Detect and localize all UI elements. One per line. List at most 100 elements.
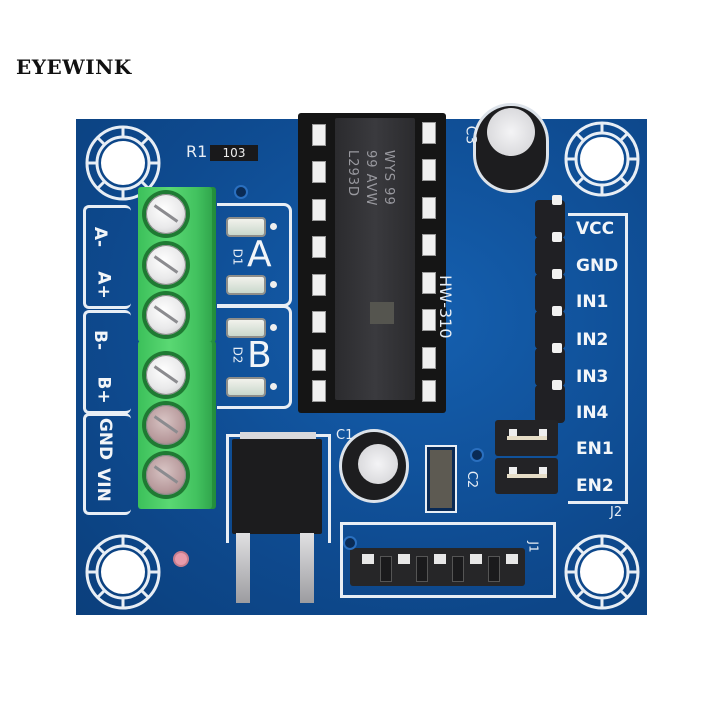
pin-tip — [552, 232, 562, 242]
capacitor-c2 — [430, 450, 452, 508]
jumper-en2[interactable] — [495, 458, 558, 494]
header-pin-vcc[interactable] — [535, 195, 565, 238]
label-c2: C2 — [464, 470, 480, 489]
header-label-vcc: VCC — [576, 219, 615, 239]
led-b-2 — [228, 379, 277, 395]
screw-b-minus[interactable] — [146, 295, 186, 335]
pin-tip — [552, 269, 562, 279]
pin-tip — [552, 380, 562, 390]
label-b-minus: B- — [90, 329, 111, 351]
header-pin-in3[interactable] — [535, 343, 565, 386]
silk-box-header — [568, 213, 628, 504]
ic-pin — [312, 199, 326, 221]
label-j2: J2 — [610, 505, 623, 520]
label-d2: D2 — [230, 346, 245, 364]
label-c3: C3 — [462, 125, 479, 145]
ic-pin — [312, 236, 326, 258]
ic-pin — [312, 124, 326, 146]
resistor-value: 103 — [222, 146, 246, 160]
header-pin-gnd[interactable] — [535, 232, 565, 275]
pin-tip — [509, 429, 517, 437]
label-a-minus: A- — [90, 226, 111, 248]
jumper-bridge — [507, 436, 547, 440]
pin-tip — [470, 554, 482, 564]
ic-pin — [422, 309, 436, 331]
ic-marking-line2: 99 AVW — [363, 150, 378, 207]
mounting-hole-top-left — [82, 122, 164, 204]
silk-box-motor-a — [83, 205, 131, 309]
ic-l293d — [335, 118, 415, 400]
silk-box-led-b — [217, 305, 292, 409]
header-label-in4: IN4 — [576, 403, 609, 423]
led-group-b-label: B — [247, 335, 272, 376]
ic-pin — [312, 274, 326, 296]
label-b-plus: B+ — [93, 376, 114, 404]
pin-tip — [552, 343, 562, 353]
test-point — [175, 553, 187, 565]
ic-pin — [422, 122, 436, 144]
label-a-plus: A+ — [93, 271, 114, 299]
capacitor-c3-top — [487, 108, 535, 156]
header-pin-in2[interactable] — [535, 306, 565, 349]
header-label-en2: EN2 — [576, 476, 614, 496]
label-j1: J1 — [526, 541, 541, 553]
connector-slot — [416, 556, 428, 582]
mounting-hole-bottom-left — [82, 531, 164, 613]
ic-marking-part: L293D — [345, 150, 360, 198]
pin-tip — [398, 554, 410, 564]
connector-slot — [380, 556, 392, 582]
header-label-gnd: GND — [576, 256, 619, 276]
screw-a-minus[interactable] — [146, 194, 186, 234]
st-logo-icon — [370, 302, 394, 324]
ic-pin — [422, 347, 436, 369]
header-label-in1: IN1 — [576, 292, 609, 312]
jumper-bridge — [507, 474, 547, 478]
header-label-in3: IN3 — [576, 367, 609, 387]
pin-tip — [362, 554, 374, 564]
led-a-2 — [228, 277, 277, 293]
ic-pin — [312, 311, 326, 333]
led-group-a-label: A — [247, 234, 272, 275]
ic-pin — [422, 197, 436, 219]
ic-pin — [422, 380, 436, 402]
brand-watermark: EYEWINK — [16, 55, 132, 79]
ic-pin — [312, 349, 326, 371]
pin-tip — [539, 467, 547, 475]
screw-vin[interactable] — [146, 455, 186, 495]
pin-tip — [552, 195, 562, 205]
led-a-1 — [228, 219, 277, 235]
label-d1: D1 — [230, 248, 245, 266]
board-model-label: HW-310 — [436, 275, 455, 339]
led-b-1 — [228, 320, 277, 336]
screw-terminal-block — [138, 187, 216, 509]
header-pin-in4[interactable] — [535, 380, 565, 423]
header-label-in2: IN2 — [576, 330, 609, 350]
silk-box-power — [83, 413, 131, 515]
mounting-hole-top-right — [561, 118, 643, 200]
label-r1: R1 — [186, 142, 208, 161]
silk-box-j1 — [340, 522, 556, 598]
mounting-hole-bottom-right — [561, 531, 643, 613]
pin-tip — [506, 554, 518, 564]
regulator-leg — [300, 533, 314, 603]
connector-j1[interactable] — [350, 548, 525, 586]
pin-tip — [509, 467, 517, 475]
pin-tip — [539, 429, 547, 437]
ic-marking-line3: WYS 99 — [381, 150, 396, 206]
ic-pin — [312, 161, 326, 183]
via — [472, 450, 482, 460]
label-vin: VIN — [92, 468, 113, 502]
pin-tip — [434, 554, 446, 564]
connector-slot — [452, 556, 464, 582]
screw-b-plus[interactable] — [146, 355, 186, 395]
label-c1: C1 — [336, 428, 354, 443]
ic-pin — [422, 272, 436, 294]
regulator-leg — [236, 533, 250, 603]
pin-tip — [552, 306, 562, 316]
silk-box-motor-b — [83, 310, 131, 414]
capacitor-c1-top — [358, 444, 398, 484]
jumper-en1[interactable] — [495, 420, 558, 456]
screw-a-plus[interactable] — [146, 245, 186, 285]
header-pin-in1[interactable] — [535, 269, 565, 312]
screw-gnd[interactable] — [146, 405, 186, 445]
